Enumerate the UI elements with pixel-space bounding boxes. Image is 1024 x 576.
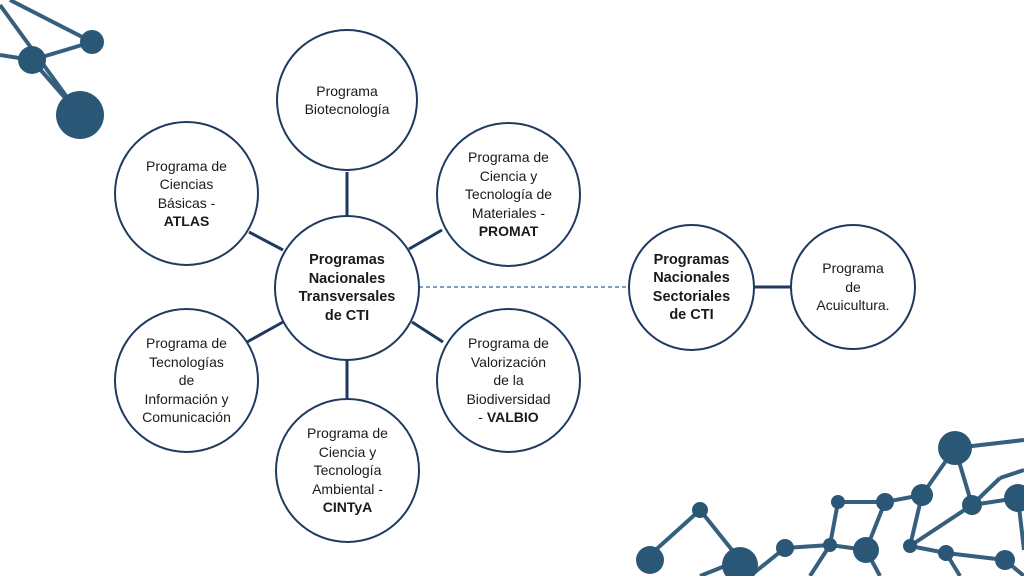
node-materiales-line-4: Materiales - [471, 204, 546, 221]
node-acuicultura-line-1: Programa [822, 260, 884, 277]
node-valorizacion-line-1: Programa de [468, 335, 549, 352]
node-biotecnologia-line-2: Biotecnología [304, 101, 390, 117]
node-ambiental-acronym: CINTyA [322, 499, 373, 516]
node-center-transversales: Programas Nacionales Transversales de CT… [274, 215, 420, 361]
node-valorizacion: Programa de Valorización de la Biodivers… [436, 308, 581, 453]
sectoriales-line-4: de CTI [669, 307, 714, 323]
connector-valorizacion [411, 320, 444, 344]
node-ambiental-line-4: Ambiental - [312, 480, 383, 497]
node-tic-line-2: Tecnologías [149, 353, 224, 370]
center-line-2: Nacionales [308, 270, 386, 287]
sectoriales-line-1: Programas [653, 251, 730, 268]
node-valorizacion-line-2: Valorización [470, 353, 547, 370]
node-acuicultura-line-2: de [845, 278, 861, 295]
connector-tic [246, 320, 284, 344]
node-materiales-line-2: Ciencia y [479, 167, 538, 184]
node-tic-line-5: Comunicación [142, 409, 231, 426]
node-ambiental-line-3: Tecnología [313, 462, 382, 479]
node-sectoriales: Programas Nacionales Sectoriales de CTI [628, 224, 755, 351]
node-materiales: Programa de Ciencia y Tecnología de Mate… [436, 122, 581, 267]
node-materiales-line-1: Programa de [468, 149, 549, 166]
node-tic-line-3: de [178, 372, 195, 389]
node-tic-line-4: Información y [144, 390, 229, 407]
sectoriales-line-2: Nacionales [653, 270, 730, 286]
node-acuicultura: Programa de Acuicultura. [790, 224, 916, 350]
node-ambiental-line-1: Programa de [307, 425, 388, 442]
node-materiales-line-3: Tecnología de [464, 186, 553, 203]
node-valorizacion-line-3: de la [493, 372, 524, 389]
sectoriales-line-3: Sectoriales [652, 288, 731, 305]
node-tic: Programa de Tecnologías de Información y… [114, 308, 259, 453]
node-ciencias-basicas-line-2: Ciencias [159, 176, 214, 192]
node-ambiental: Programa de Ciencia y Tecnología Ambient… [275, 398, 420, 543]
connector-ciencias-basicas [248, 230, 284, 252]
connector-materiales [408, 228, 443, 251]
node-materiales-acronym: PROMAT [478, 223, 539, 240]
node-ciencias-basicas-line-3: Básicas - [157, 194, 216, 211]
node-ciencias-basicas: Programa de Ciencias Básicas - ATLAS [114, 121, 259, 266]
node-biotecnologia-line-1: Programa [316, 82, 378, 99]
center-line-3: Transversales [298, 289, 396, 305]
node-ciencias-basicas-acronym: ATLAS [163, 213, 210, 229]
node-ambiental-line-2: Ciencia y [318, 443, 377, 460]
node-tic-line-1: Programa de [146, 335, 227, 352]
node-acuicultura-line-3: Acuicultura. [816, 297, 890, 314]
node-valorizacion-acronym: VALBIO [486, 409, 539, 426]
node-biotecnologia: Programa Biotecnología [276, 29, 418, 171]
center-line-4: de CTI [324, 307, 370, 324]
node-valorizacion-prefix: - [478, 409, 487, 426]
node-valorizacion-line-4: Biodiversidad [466, 390, 551, 407]
center-line-1: Programas [309, 252, 385, 268]
node-ciencias-basicas-line-1: Programa de [146, 157, 227, 174]
